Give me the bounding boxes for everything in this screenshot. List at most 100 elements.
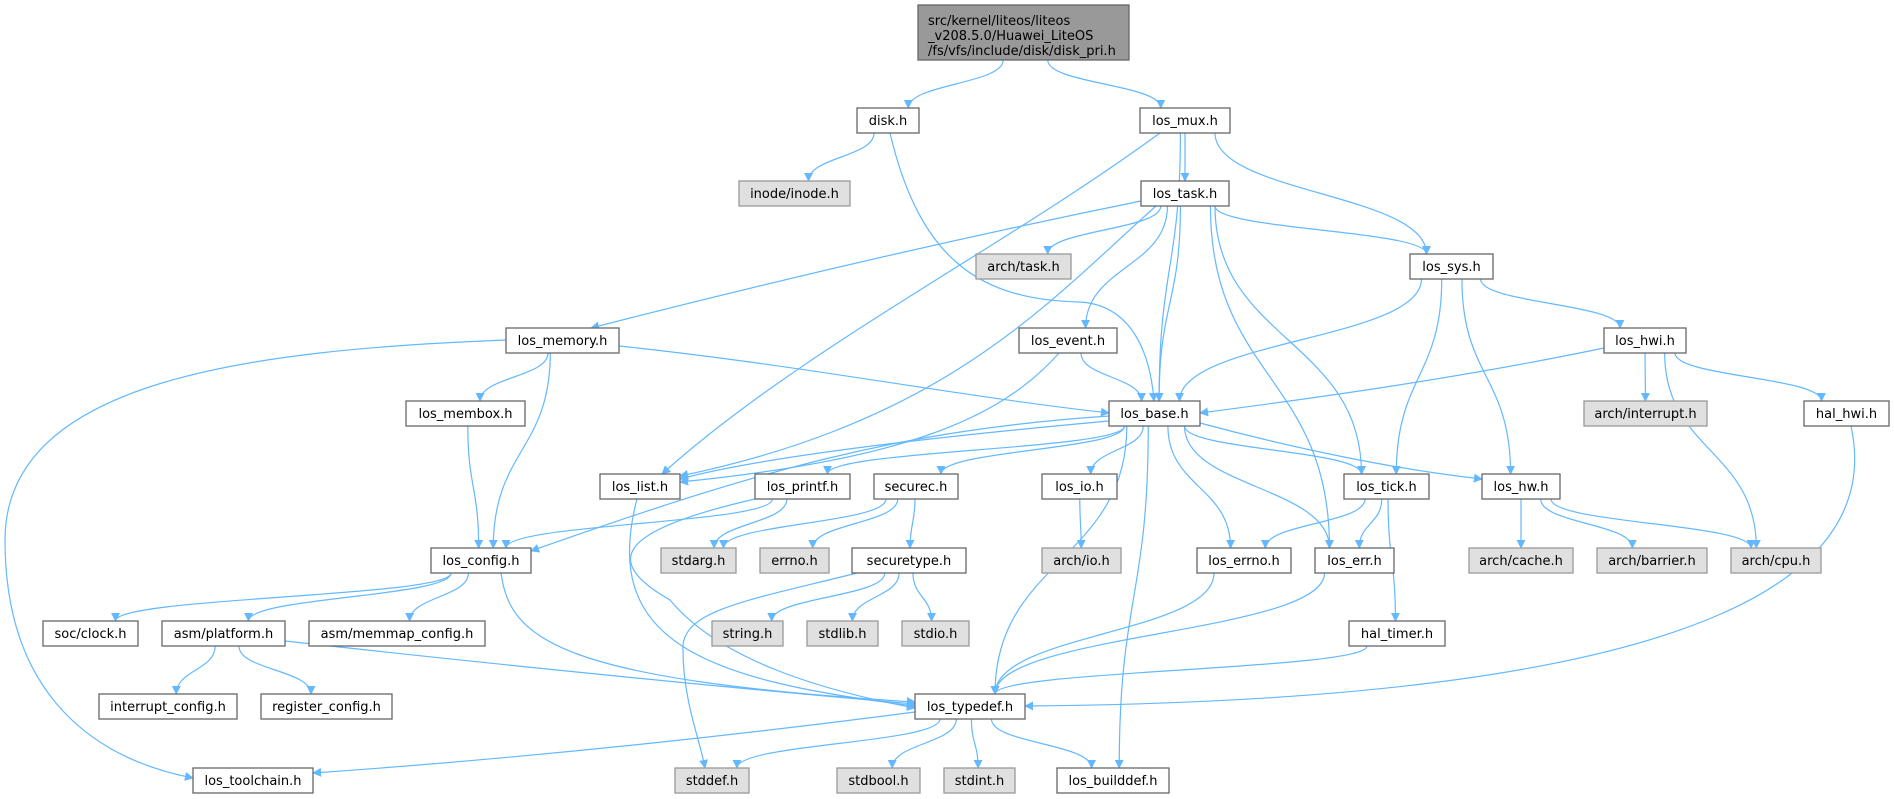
- edge-los_io-to-arch_io: [1076, 498, 1086, 549]
- node-box: [943, 767, 1016, 794]
- node-stdint[interactable]: stdint.h: [943, 767, 1016, 794]
- node-box: [1139, 107, 1231, 134]
- node-soc-clock[interactable]: soc/clock.h: [42, 620, 139, 647]
- edge-los_memory-to-los_membox: [475, 352, 549, 402]
- node-box: [1803, 400, 1890, 427]
- edge-los_mux-to-los_list: [661, 132, 1161, 475]
- node-los-config[interactable]: los_config.h: [430, 547, 532, 574]
- edge-los_config-to-los_typedef: [500, 572, 916, 706]
- node-box: [836, 767, 921, 794]
- node-stdbool[interactable]: stdbool.h: [836, 767, 921, 794]
- node-box: [192, 767, 314, 794]
- node-los-hw[interactable]: los_hw.h: [1481, 473, 1561, 500]
- node-stddef[interactable]: stddef.h: [674, 767, 750, 794]
- edge-los_typedef-to-stddef: [732, 718, 941, 769]
- node-stdarg[interactable]: stdarg.h: [660, 547, 737, 574]
- node-arch-io[interactable]: arch/io.h: [1041, 547, 1122, 574]
- node-errno[interactable]: errno.h: [759, 547, 830, 574]
- edge-disk_pri-to-disk: [903, 59, 1004, 109]
- node-box: [42, 620, 139, 647]
- node-box: [1041, 547, 1122, 574]
- node-los-err[interactable]: los_err.h: [1314, 547, 1395, 574]
- edge-securetype-to-stdio: [912, 572, 937, 622]
- node-los-list[interactable]: los_list.h: [599, 473, 681, 500]
- node-los-memory[interactable]: los_memory.h: [505, 327, 620, 354]
- node-label: arch/cpu.h: [1742, 554, 1811, 569]
- node-los-typedef[interactable]: los_typedef.h: [914, 693, 1026, 720]
- node-label: arch/task.h: [987, 260, 1060, 275]
- edge-los_sys-to-los_base: [1175, 278, 1423, 402]
- node-arch-barrier[interactable]: arch/barrier.h: [1596, 547, 1708, 574]
- node-label: los_list.h: [612, 480, 668, 495]
- node-los-printf[interactable]: los_printf.h: [754, 473, 851, 500]
- node-los-io[interactable]: los_io.h: [1041, 473, 1118, 500]
- node-label: arch/io.h: [1053, 554, 1110, 569]
- edge-disk_pri-to-los_mux: [1047, 59, 1166, 109]
- node-hal-hwi[interactable]: hal_hwi.h: [1803, 400, 1890, 427]
- node-hal-timer[interactable]: hal_timer.h: [1348, 620, 1446, 647]
- node-los-base[interactable]: los_base.h: [1108, 400, 1201, 427]
- nodes-layer: src/kernel/liteos/liteos_v208.5.0/Huawei…: [42, 4, 1890, 794]
- edge-los_task-to-los_base: [1154, 205, 1182, 402]
- node-label: los_tick.h: [1356, 480, 1417, 495]
- node-box: [260, 693, 393, 720]
- node-los-builddef[interactable]: los_builddef.h: [1056, 767, 1170, 794]
- node-string[interactable]: string.h: [711, 620, 784, 647]
- edge-los_task-to-los_tick: [1214, 205, 1366, 475]
- node-asm-platform[interactable]: asm/platform.h: [161, 620, 286, 647]
- node-box: [430, 547, 532, 574]
- node-box: [1314, 547, 1395, 574]
- node-label: los_sys.h: [1422, 260, 1480, 275]
- edge-los_base-to-los_io: [1086, 425, 1144, 475]
- node-los-sys[interactable]: los_sys.h: [1409, 253, 1494, 280]
- edge-los_task-to-los_event: [1081, 205, 1169, 329]
- node-los-task[interactable]: los_task.h: [1140, 180, 1230, 207]
- node-label: securec.h: [885, 480, 948, 495]
- edge-los_sys-to-los_hw: [1461, 278, 1516, 475]
- node-register-config[interactable]: register_config.h: [260, 693, 393, 720]
- node-arch-task[interactable]: arch/task.h: [975, 253, 1072, 280]
- node-label: los_memory.h: [518, 334, 608, 349]
- node-label: inode/inode.h: [750, 187, 839, 202]
- node-arch-cpu[interactable]: arch/cpu.h: [1730, 547, 1822, 574]
- node-interrupt-config[interactable]: interrupt_config.h: [98, 693, 238, 720]
- node-label: los_err.h: [1327, 554, 1381, 569]
- node-los-toolchain[interactable]: los_toolchain.h: [192, 767, 314, 794]
- node-los-event[interactable]: los_event.h: [1018, 327, 1118, 354]
- node-root-disk-pri-h[interactable]: src/kernel/liteos/liteos_v208.5.0/Huawei…: [917, 4, 1130, 61]
- edge-securec-to-stdarg: [719, 498, 887, 549]
- node-los-hwi[interactable]: los_hwi.h: [1603, 327, 1687, 354]
- edge-los_hwi-to-arch_cpu: [1664, 352, 1761, 549]
- node-box: [98, 693, 238, 720]
- node-label: securetype.h: [867, 554, 952, 569]
- node-label: los_mux.h: [1152, 114, 1218, 129]
- node-arch-cache[interactable]: arch/cache.h: [1468, 547, 1574, 574]
- node-disk[interactable]: disk.h: [856, 107, 920, 134]
- edge-los_membox-to-los_config: [467, 425, 484, 549]
- node-los-errno[interactable]: los_errno.h: [1196, 547, 1292, 574]
- root-label-line: src/kernel/liteos/liteos: [928, 14, 1070, 29]
- node-asm-memmap[interactable]: asm/memmap_config.h: [308, 620, 486, 647]
- node-box: [759, 547, 830, 574]
- edge-asm_platform-to-register_config: [238, 645, 316, 695]
- node-los-membox[interactable]: los_membox.h: [405, 400, 526, 427]
- node-arch-interrupt[interactable]: arch/interrupt.h: [1583, 400, 1708, 427]
- node-label: soc/clock.h: [54, 627, 126, 642]
- edge-securetype-to-string: [767, 572, 886, 622]
- edge-securetype-to-stddef: [682, 572, 858, 769]
- node-stdlib[interactable]: stdlib.h: [806, 620, 879, 647]
- edge-los_printf-to-stdarg: [709, 498, 788, 549]
- node-label: stdlib.h: [819, 627, 867, 642]
- node-los-mux[interactable]: los_mux.h: [1139, 107, 1231, 134]
- edge-disk-to-inode: [804, 132, 875, 182]
- node-stdio[interactable]: stdio.h: [901, 620, 970, 647]
- node-inode[interactable]: inode/inode.h: [738, 180, 851, 207]
- node-securetype[interactable]: securetype.h: [851, 547, 967, 574]
- edge-los_base-to-los_err: [1183, 425, 1334, 549]
- node-securec[interactable]: securec.h: [873, 473, 959, 500]
- edge-hal_timer-to-los_typedef: [990, 645, 1368, 695]
- node-box: [1041, 473, 1118, 500]
- node-los-tick[interactable]: los_tick.h: [1343, 473, 1430, 500]
- node-box: [1583, 400, 1708, 427]
